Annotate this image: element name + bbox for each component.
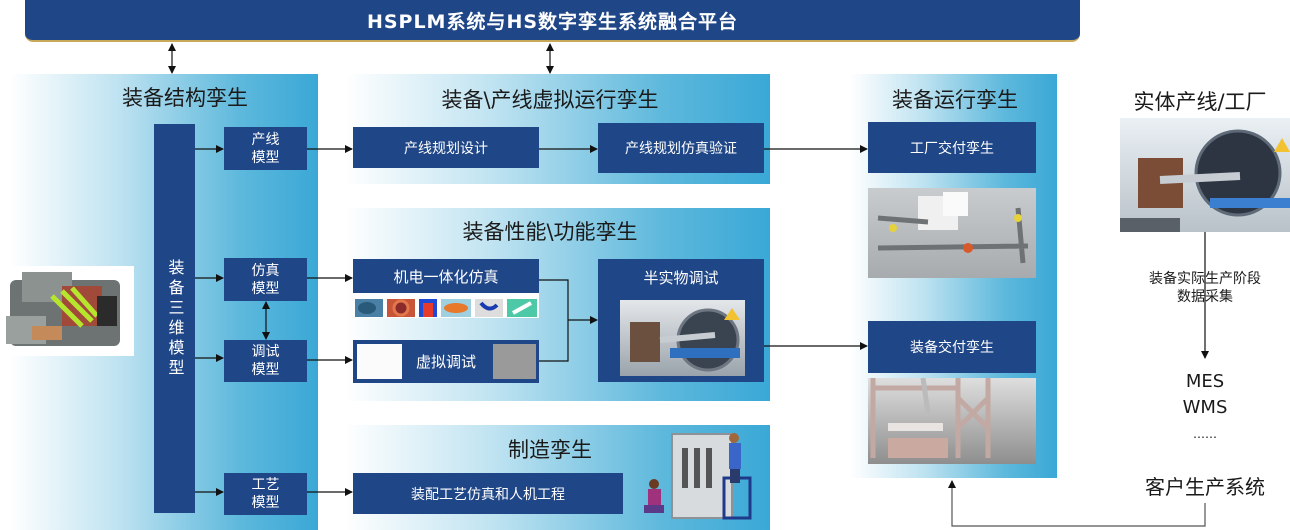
line-planning-sim-verify-label: 产线规划仿真验证 bbox=[625, 141, 737, 157]
platform-title: HSPLM系统与HS数字孪生系统融合平台 bbox=[366, 10, 739, 33]
virtual-debug-box[interactable]: 虚拟调试 bbox=[353, 340, 539, 383]
platform-header: HSPLM系统与HS数字孪生系统融合平台 bbox=[25, 0, 1080, 42]
data-collection-label: 装备实际生产阶段 数据采集 bbox=[1149, 271, 1261, 305]
line-planning-design-box[interactable]: 产线规划设计 bbox=[353, 127, 539, 168]
mechatronic-sim-label: 机电一体化仿真 bbox=[393, 267, 499, 286]
sim-model-label: 仿真 模型 bbox=[251, 262, 280, 297]
mechatronic-sim-box[interactable]: 机电一体化仿真 bbox=[353, 259, 539, 293]
line-planning-sim-verify-box[interactable]: 产线规划仿真验证 bbox=[598, 123, 764, 173]
factory-layout-image bbox=[868, 188, 1036, 278]
process-model-box[interactable]: 工艺 模型 bbox=[224, 473, 307, 515]
factory-delivery-twin-label: 工厂交付孪生 bbox=[910, 140, 994, 157]
line-model-box[interactable]: 产线 模型 bbox=[224, 127, 307, 170]
equipment-3d-model-box[interactable]: 装备三维模型 bbox=[154, 124, 195, 513]
virtual-debug-label: 虚拟调试 bbox=[415, 353, 476, 371]
process-model-label: 工艺 模型 bbox=[251, 477, 280, 511]
machine-thumbnail bbox=[493, 344, 536, 379]
engine-cutaway-image bbox=[2, 266, 134, 356]
line-model-label: 产线 模型 bbox=[251, 131, 280, 166]
sim-model-box[interactable]: 仿真 模型 bbox=[224, 258, 307, 301]
assembly-workers-image bbox=[632, 428, 758, 526]
debug-model-box[interactable]: 调试 模型 bbox=[224, 340, 307, 382]
line-planning-design-label: 产线规划设计 bbox=[404, 140, 488, 157]
system-wms: WMS bbox=[1182, 397, 1228, 418]
factory-delivery-twin-box[interactable]: 工厂交付孪生 bbox=[868, 122, 1036, 173]
operation-twin-title: 装备运行孪生 bbox=[892, 88, 1018, 112]
mechatronic-sim-thumbnails bbox=[353, 293, 539, 318]
hil-debug-image bbox=[620, 300, 745, 376]
physical-line-title: 实体产线/工厂 bbox=[1133, 90, 1267, 114]
systems-list: MES WMS …… bbox=[1155, 369, 1255, 447]
virtual-run-twin-title: 装备\产线虚拟运行孪生 bbox=[441, 88, 659, 112]
equipment-delivery-image bbox=[868, 378, 1036, 464]
manufacturing-twin-title: 制造孪生 bbox=[508, 438, 592, 462]
equipment-delivery-twin-label: 装备交付孪生 bbox=[910, 340, 994, 356]
equipment-3d-model-label: 装备三维模型 bbox=[165, 258, 185, 379]
system-mes: MES bbox=[1185, 371, 1225, 392]
equipment-delivery-twin-box[interactable]: 装备交付孪生 bbox=[868, 321, 1036, 373]
physical-line-image bbox=[1120, 118, 1290, 232]
assembly-sim-label: 装配工艺仿真和人机工程 bbox=[411, 486, 565, 503]
system-more: …… bbox=[1193, 427, 1217, 441]
debug-model-label: 调试 模型 bbox=[251, 344, 280, 378]
schematic-thumbnail bbox=[357, 344, 402, 379]
performance-twin-title: 装备性能\功能孪生 bbox=[462, 220, 638, 244]
customer-system-label: 客户生产系统 bbox=[1145, 475, 1265, 499]
assembly-sim-box[interactable]: 装配工艺仿真和人机工程 bbox=[353, 473, 623, 514]
structure-twin-title: 装备结构孪生 bbox=[122, 86, 248, 110]
hil-debug-label: 半实物调试 bbox=[643, 269, 719, 287]
